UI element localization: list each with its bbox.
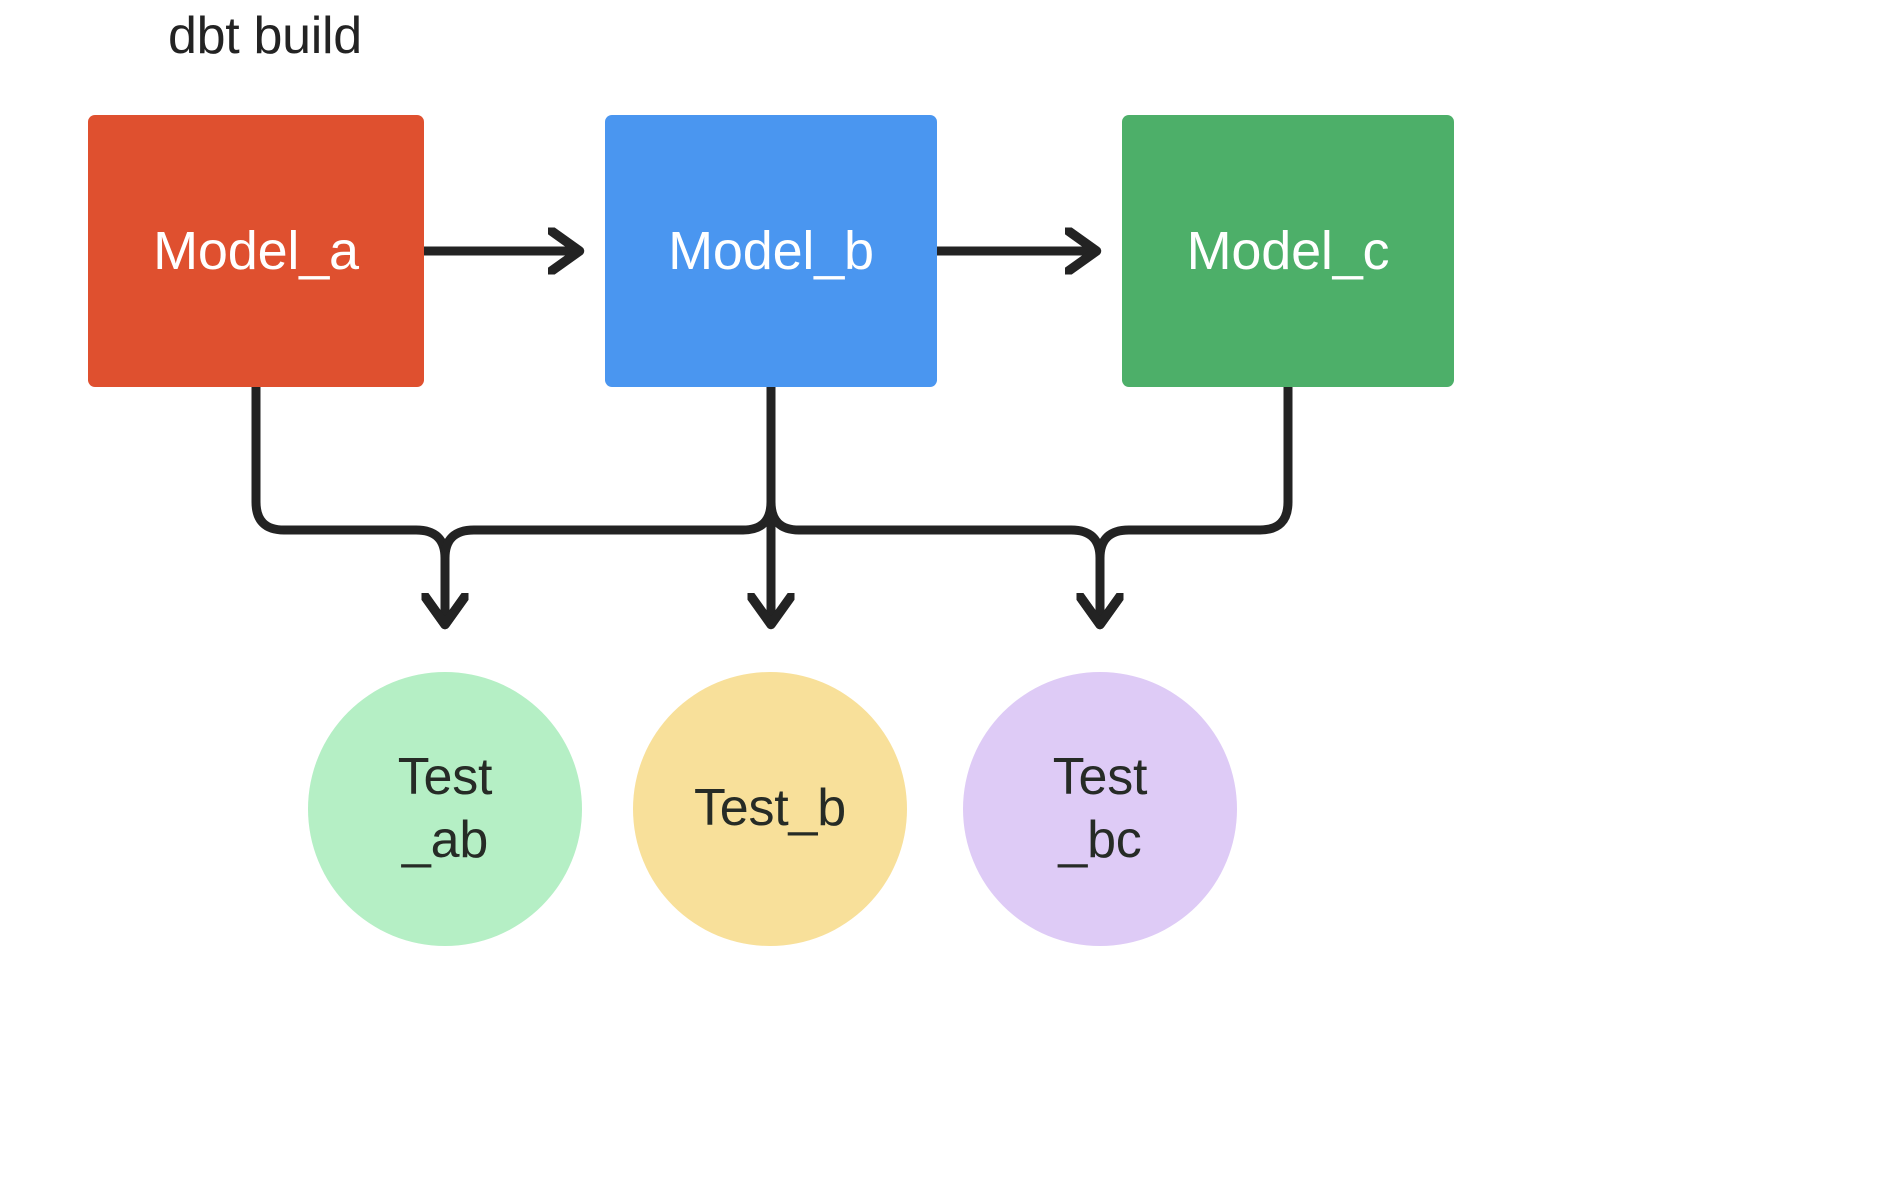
page-title: dbt build [168, 7, 362, 65]
edge-model-a-to-test-ab [251, 382, 445, 620]
node-test-bc[interactable]: Test _bc [963, 672, 1237, 946]
node-model-a[interactable]: Model_a [88, 115, 424, 387]
edge-model-c-to-test-bc [1100, 382, 1293, 620]
edge-model-b-to-test-bc [766, 382, 1100, 620]
edge-model-b-to-test-ab [445, 382, 776, 620]
node-model-c[interactable]: Model_c [1122, 115, 1454, 387]
node-test-b[interactable]: Test_b [633, 672, 907, 946]
node-model-b[interactable]: Model_b [605, 115, 937, 387]
node-test-ab[interactable]: Test _ab [308, 672, 582, 946]
